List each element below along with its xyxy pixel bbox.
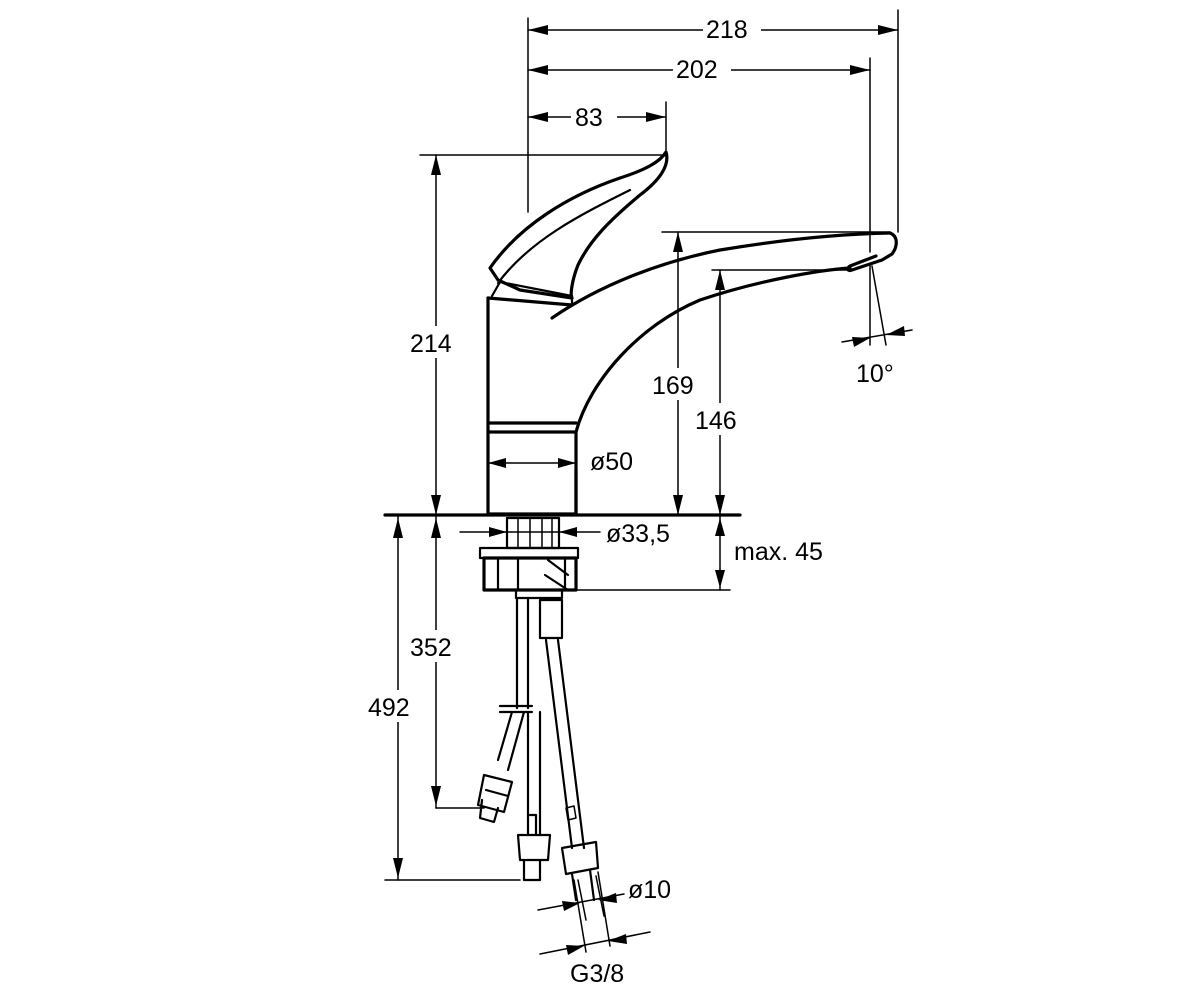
mounting-assembly <box>383 513 742 600</box>
cartridge-cap <box>490 280 574 307</box>
label-202: 202 <box>676 56 718 84</box>
middle-hose-fitting <box>516 813 552 882</box>
label-d33-5: ø33,5 <box>606 520 670 548</box>
left-hose <box>515 596 530 710</box>
label-214: 214 <box>410 330 452 358</box>
label-d50: ø50 <box>590 448 633 476</box>
spout-upper-edge <box>550 231 892 320</box>
right-hose <box>544 638 586 850</box>
label-10-degrees: 10° <box>856 360 894 388</box>
lever-inner-edge <box>496 188 632 285</box>
label-83: 83 <box>575 104 603 132</box>
label-492: 492 <box>368 694 410 722</box>
dim-line-g38 <box>539 931 651 955</box>
label-g3-8: G3/8 <box>570 960 624 988</box>
stud-top <box>514 588 564 600</box>
label-max-45: max. 45 <box>734 538 823 566</box>
body-cylinder <box>486 296 578 516</box>
spout-lower-edge <box>574 266 852 434</box>
body-top-edge <box>486 296 574 307</box>
middle-hose <box>526 710 542 837</box>
body-to-spout-join <box>550 303 574 320</box>
lever-handle <box>488 150 669 300</box>
label-146: 146 <box>695 407 737 435</box>
label-352: 352 <box>410 634 452 662</box>
faucet-outline <box>486 150 898 516</box>
spout-tip <box>846 231 898 273</box>
right-hose-fitting <box>560 840 600 902</box>
label-169: 169 <box>652 372 694 400</box>
right-hose-stud <box>538 598 564 640</box>
dimension-lines <box>384 9 913 955</box>
left-hose-fitting <box>476 773 514 824</box>
label-218: 218 <box>706 16 748 44</box>
label-d10: ø10 <box>628 876 671 904</box>
dimension-labels: 218 202 83 214 169 146 10° ø50 ø33,5 max… <box>366 14 894 988</box>
hoses <box>476 596 600 902</box>
threaded-shank <box>505 516 561 550</box>
